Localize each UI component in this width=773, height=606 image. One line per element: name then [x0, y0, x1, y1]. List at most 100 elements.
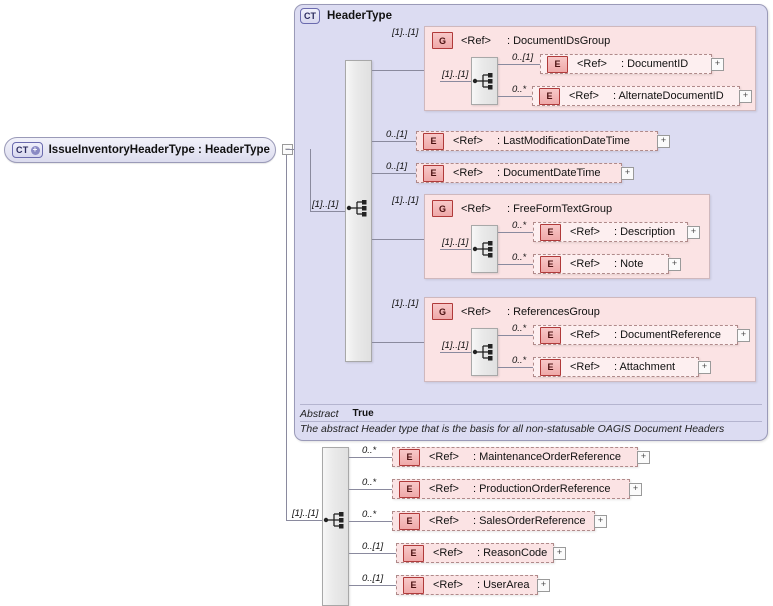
cardinality-attachment: 0..*: [512, 355, 527, 366]
element-name-label: : DocumentReference: [613, 329, 721, 341]
element-name-label: : MaintenanceOrderReference: [472, 451, 621, 463]
element-badge: E: [403, 576, 424, 594]
connector-to-maintenanceorderreference: [349, 457, 392, 458]
group-ref-label: <Ref>: [461, 34, 491, 47]
sequence-icon: [472, 241, 493, 258]
root-complex-type-node[interactable]: CT + IssueInventoryHeaderType : HeaderTy…: [4, 137, 276, 163]
connector-ct-down: [310, 149, 311, 211]
element-ref-label: <Ref>: [570, 361, 600, 373]
element-badge: E: [540, 255, 561, 273]
complex-type-panel-header: CT HeaderType: [300, 8, 392, 24]
complex-type-documentation: The abstract Header type that is the bas…: [300, 423, 725, 435]
ct-badge-plus-icon: +: [30, 145, 40, 155]
cardinality-complex-type: [1]..[1]: [312, 199, 339, 210]
connector-to-lastmodificationdatetime: [372, 141, 416, 142]
element-maintenanceorderreference[interactable]: E <Ref> : MaintenanceOrderReference +: [392, 447, 650, 467]
connector-to-attachment: [498, 367, 533, 368]
connector-to-reasoncode: [349, 553, 396, 554]
group-badge: G: [432, 303, 453, 320]
cardinality-salesorderreference: 0..*: [362, 509, 377, 520]
element-ref-label: <Ref>: [453, 167, 483, 179]
group-ref-label: <Ref>: [461, 202, 491, 215]
connector-root-trunk: [286, 155, 287, 520]
sequence-icon: [472, 344, 493, 361]
expand-toggle[interactable]: +: [668, 258, 681, 271]
connector-into-main-sequence: [310, 211, 345, 212]
element-productionorderreference[interactable]: E <Ref> : ProductionOrderReference +: [392, 479, 642, 499]
element-name-label: : LastModificationDateTime: [496, 135, 630, 147]
connector-to-salesorderreference: [349, 521, 392, 522]
element-badge: E: [399, 480, 420, 498]
element-badge: E: [540, 223, 561, 241]
complex-type-footer-divider-top: [300, 404, 762, 405]
expand-toggle[interactable]: +: [737, 329, 750, 342]
cardinality-productionorderreference: 0..*: [362, 477, 377, 488]
element-documentid[interactable]: E <Ref> : DocumentID +: [540, 54, 724, 74]
cardinality-documentdatetime: 0..[1]: [386, 161, 408, 172]
main-sequence-compositor[interactable]: [345, 60, 372, 362]
connector-root-branch-bottom: [286, 520, 322, 521]
element-name-label: : UserArea: [476, 579, 530, 591]
group-badge: G: [432, 32, 453, 49]
connector-main-to-group3: [372, 342, 424, 343]
group-name-label: : DocumentIDsGroup: [506, 34, 611, 47]
element-badge: E: [399, 448, 420, 466]
element-name-label: : Note: [613, 258, 644, 270]
cardinality-maintenanceorderreference: 0..*: [362, 445, 377, 456]
abstract-value: True: [352, 408, 374, 419]
element-userarea[interactable]: E <Ref> : UserArea +: [396, 575, 550, 595]
group-header-referencesgroup: G <Ref> : ReferencesGroup: [432, 303, 600, 320]
cardinality-documentid: 0..[1]: [512, 52, 534, 63]
cardinality-reasoncode: 0..[1]: [362, 541, 384, 552]
connector-into-seq-group2: [440, 249, 471, 250]
expand-toggle[interactable]: +: [629, 483, 642, 496]
connector-to-userarea: [349, 585, 396, 586]
element-name-label: : ReasonCode: [476, 547, 548, 559]
expand-toggle[interactable]: +: [637, 451, 650, 464]
connector-into-seq-group3: [440, 352, 471, 353]
cardinality-inner-group1: [1]..[1]: [442, 69, 469, 80]
element-name-label: : ProductionOrderReference: [472, 483, 611, 495]
expand-toggle[interactable]: +: [537, 579, 550, 592]
element-documentdatetime[interactable]: E <Ref> : DocumentDateTime +: [416, 163, 634, 183]
bottom-sequence-compositor[interactable]: [322, 447, 349, 606]
group-header-documentidsgroup: G <Ref> : DocumentIDsGroup: [432, 32, 610, 49]
element-alternatedocumentid[interactable]: E <Ref> : AlternateDocumentID +: [532, 86, 752, 106]
cardinality-lastmodificationdatetime: 0..[1]: [386, 129, 408, 140]
cardinality-group-freeformtextgroup: [1]..[1]: [392, 195, 419, 206]
element-documentreference[interactable]: E <Ref> : DocumentReference +: [533, 325, 750, 345]
cardinality-description: 0..*: [512, 220, 527, 231]
expand-toggle[interactable]: +: [687, 226, 700, 239]
connector-to-alternatedocumentid: [498, 96, 532, 97]
element-ref-label: <Ref>: [570, 258, 600, 270]
expand-toggle[interactable]: +: [657, 135, 670, 148]
element-name-label: : DocumentDateTime: [496, 167, 601, 179]
complex-type-badge: CT +: [12, 142, 43, 158]
expand-toggle[interactable]: +: [553, 547, 566, 560]
expand-toggle[interactable]: +: [739, 90, 752, 103]
cardinality-bottom-sequence: [1]..[1]: [292, 508, 319, 519]
connector-main-to-group2: [372, 239, 424, 240]
group-name-label: : ReferencesGroup: [506, 305, 600, 318]
cardinality-documentreference: 0..*: [512, 323, 527, 334]
expand-toggle[interactable]: +: [698, 361, 711, 374]
element-badge: E: [547, 55, 568, 73]
connector-to-documentreference: [498, 335, 533, 336]
element-description[interactable]: E <Ref> : Description +: [533, 222, 700, 242]
element-ref-label: <Ref>: [429, 483, 459, 495]
element-lastmodificationdatetime[interactable]: E <Ref> : LastModificationDateTime +: [416, 131, 670, 151]
expand-toggle[interactable]: +: [594, 515, 607, 528]
expand-toggle[interactable]: +: [711, 58, 724, 71]
element-badge: E: [403, 544, 424, 562]
connector-into-seq-group1: [440, 81, 471, 82]
connector-to-documentid: [498, 64, 540, 65]
complex-type-panel-badge: CT: [300, 8, 320, 24]
element-badge: E: [540, 326, 561, 344]
element-reasoncode[interactable]: E <Ref> : ReasonCode +: [396, 543, 566, 563]
cardinality-group-documentidsgroup: [1]..[1]: [392, 27, 419, 38]
element-note[interactable]: E <Ref> : Note +: [533, 254, 681, 274]
element-salesorderreference[interactable]: E <Ref> : SalesOrderReference +: [392, 511, 607, 531]
expand-toggle[interactable]: +: [621, 167, 634, 180]
element-attachment[interactable]: E <Ref> : Attachment +: [533, 357, 711, 377]
sequence-icon: [346, 200, 367, 217]
